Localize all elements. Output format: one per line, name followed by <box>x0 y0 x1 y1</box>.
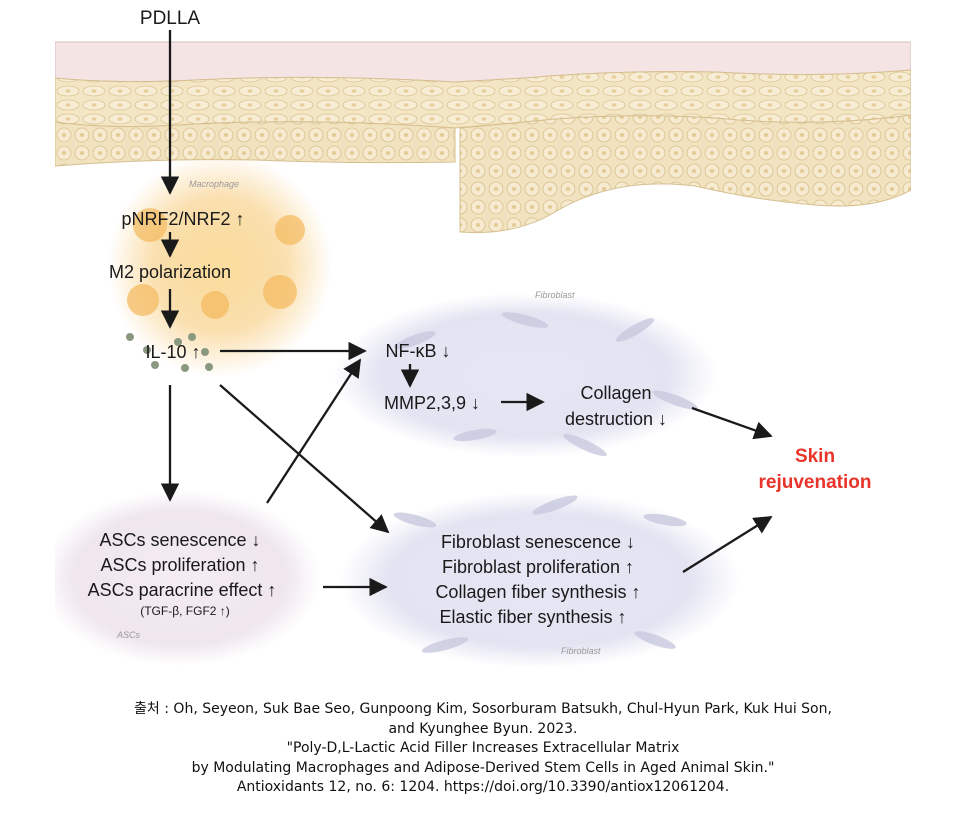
ascs-region-label: ASCs <box>116 630 141 640</box>
fibroblast-region-bottom <box>340 492 740 668</box>
collagen-destruction-line2: destruction ↓ <box>565 409 667 429</box>
fibroblast-cells <box>393 312 698 653</box>
mechanism-diagram: Macrophage Fibroblast Fibroblast ASCs PD… <box>55 8 911 668</box>
nrf2-node: pNRF2/NRF2 ↑ <box>121 209 244 229</box>
collagen-destruction-line1: Collagen <box>580 383 651 403</box>
arrow-il10-to-fibroblast <box>219 384 390 534</box>
citation-line-5: Antioxidants 12, no. 6: 1204. https://do… <box>236 779 730 795</box>
source-citation: 출처 : Oh, Seyeon, Suk Bae Seo, Gunpoong K… <box>0 700 966 798</box>
elastic-fiber-synthesis: Elastic fiber synthesis ↑ <box>439 607 626 627</box>
m2-polarization-node: M2 polarization <box>109 262 231 282</box>
skin-lower-layer-right <box>459 114 911 234</box>
il10-particles <box>126 333 213 372</box>
arrow-ascs-to-nfkb <box>266 358 362 504</box>
pathway-arrows <box>160 30 773 597</box>
outcome-line1: Skin <box>795 446 835 467</box>
fibroblast-proliferation: Fibroblast proliferation ↑ <box>442 557 634 577</box>
ascs-growth-factors: (TGF-β, FGF2 ↑) <box>140 604 230 618</box>
figure-panel: Macrophage Fibroblast Fibroblast ASCs PD… <box>55 0 911 690</box>
macrophage-region-label: Macrophage <box>189 179 239 189</box>
fibroblast-region-label-top: Fibroblast <box>535 290 575 300</box>
skin-layer-illustration <box>55 41 911 234</box>
outcome-line2: rejuvenation <box>759 472 872 493</box>
ascs-paracrine-effect: ASCs paracrine effect ↑ <box>88 580 277 600</box>
fibroblast-region-label-bottom: Fibroblast <box>561 646 601 656</box>
macrophage-cells <box>127 208 305 319</box>
nfkb-node: NF-κB ↓ <box>386 341 451 361</box>
arrow-fibroblast-to-outcome <box>682 516 773 573</box>
pdlla-label: PDLLA <box>140 8 201 29</box>
mmp-node: MMP2,3,9 ↓ <box>384 393 480 413</box>
il10-node: IL-10 ↑ <box>145 342 200 362</box>
ascs-region <box>55 490 320 666</box>
collagen-fiber-synthesis: Collagen fiber synthesis ↑ <box>435 582 640 602</box>
ascs-proliferation: ASCs proliferation ↑ <box>100 555 259 575</box>
arrow-collagen-to-outcome <box>691 406 773 440</box>
citation-line-3: "Poly-D,L-Lactic Acid Filler Increases E… <box>286 740 680 756</box>
fibroblast-senescence: Fibroblast senescence ↓ <box>441 532 635 552</box>
citation-line-4: by Modulating Macrophages and Adipose-De… <box>191 759 775 776</box>
citation-line-1: 출처 : Oh, Seyeon, Suk Bae Seo, Gunpoong K… <box>134 701 832 717</box>
ascs-senescence: ASCs senescence ↓ <box>99 530 260 550</box>
citation-line-2: and Kyunghee Byun. 2023. <box>388 720 578 737</box>
